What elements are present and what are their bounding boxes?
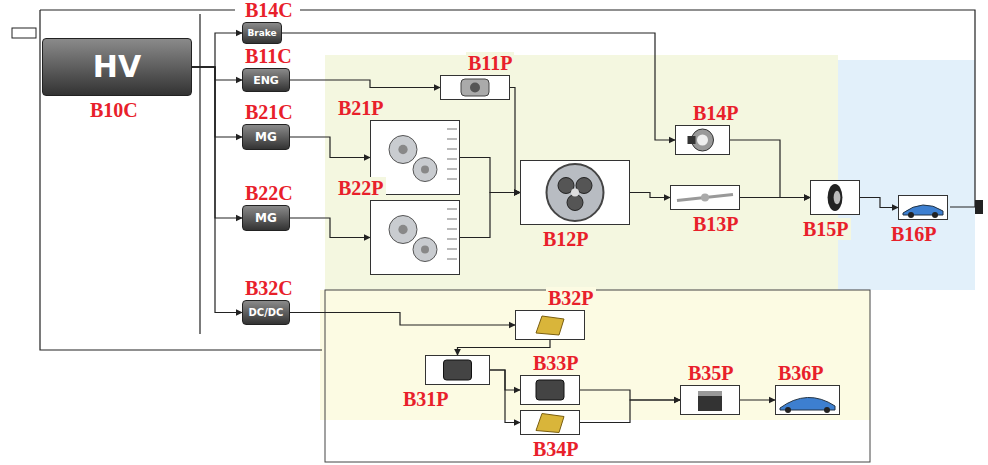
plant-block: B36P [775, 385, 840, 415]
signal-wire [192, 67, 242, 218]
block-icon-text: Brake [247, 29, 276, 38]
signal-wire [192, 33, 242, 67]
block-label: B34P [531, 438, 581, 460]
plant-block: B16P [898, 195, 948, 220]
signal-wire [490, 370, 520, 423]
vehicle-region [838, 60, 975, 290]
feedback-wire [40, 10, 975, 207]
plant-block: B14P [675, 125, 730, 155]
signal-wire [192, 67, 242, 80]
plant-block: B32P [515, 310, 585, 340]
plant-block: B15P [810, 180, 860, 215]
input-port [12, 28, 36, 38]
plant-block: B13P [670, 185, 740, 210]
block-icon-text: HV [93, 52, 141, 82]
signal-wire [290, 313, 515, 326]
controller-block: BrakeB14C [242, 22, 282, 44]
block-label: B32C [243, 277, 295, 299]
signal-wire [460, 193, 520, 238]
block-icon-text: ENG [253, 75, 279, 86]
signal-wire [860, 198, 898, 208]
signal-wire [730, 140, 810, 198]
signal-wire [192, 67, 242, 137]
block-label: B31P [401, 388, 451, 410]
controller-block: ENGB11C [242, 68, 290, 92]
block-label: B35P [686, 362, 736, 384]
plant-block: B11P [440, 75, 510, 100]
signal-wire [510, 88, 520, 193]
block-illustration [441, 76, 509, 99]
plant-block: B31P [425, 355, 490, 385]
signal-wire [290, 137, 370, 158]
block-label: B33P [531, 352, 581, 374]
bus-wire [199, 14, 200, 334]
block-label: B12P [541, 228, 591, 250]
mechanical-region [325, 55, 838, 290]
block-illustration [521, 376, 579, 404]
frame-wire [40, 10, 322, 350]
signal-wire [740, 399, 775, 400]
block-illustration [676, 126, 729, 154]
region-frame [325, 290, 870, 462]
block-label: B10C [88, 99, 140, 121]
controller-block: HVB10C [42, 38, 192, 96]
block-illustration [671, 186, 739, 209]
block-illustration [516, 311, 584, 339]
controller-block: DC/DCB32C [242, 300, 290, 325]
block-label: B21C [243, 101, 295, 123]
signal-wire [282, 33, 675, 140]
block-label: B36P [776, 362, 826, 384]
block-label: B22C [243, 182, 295, 204]
block-illustration [899, 196, 947, 219]
signal-wire [580, 390, 680, 400]
block-label: B11C [243, 45, 294, 67]
output-port [975, 200, 983, 214]
block-illustration [776, 386, 839, 414]
block-illustration [521, 411, 579, 434]
signal-wire [460, 158, 520, 193]
signal-wire [192, 67, 242, 313]
signal-wire [580, 400, 680, 423]
controller-block: MGB21C [242, 124, 290, 150]
block-label: B14C [243, 0, 295, 21]
block-label: B13P [691, 213, 741, 235]
block-label: B11P [466, 52, 514, 74]
block-label: B22P [336, 177, 386, 199]
block-illustration [811, 181, 859, 214]
signal-wire [740, 197, 810, 198]
block-icon-text: DC/DC [249, 308, 284, 318]
block-illustration [371, 201, 459, 274]
plant-block: B22P [370, 200, 460, 275]
signal-wire [290, 218, 370, 238]
block-illustration [681, 386, 739, 414]
signal-wire [630, 193, 670, 198]
electrical-region [320, 290, 870, 420]
plant-block: B34P [520, 410, 580, 435]
block-label: B15P [801, 218, 851, 240]
controller-block: MGB22C [242, 205, 290, 231]
block-illustration [521, 161, 629, 224]
block-label: B32P [546, 287, 596, 309]
plant-block: B12P [520, 160, 630, 225]
block-illustration [426, 356, 489, 384]
block-label: B21P [336, 97, 386, 119]
signal-wire [290, 80, 440, 88]
plant-block: B35P [680, 385, 740, 415]
block-label: B14P [691, 102, 741, 124]
block-label: B16P [889, 223, 939, 245]
block-icon-text: MG [255, 212, 277, 224]
block-icon-text: MG [255, 131, 277, 143]
plant-block: B33P [520, 375, 580, 405]
